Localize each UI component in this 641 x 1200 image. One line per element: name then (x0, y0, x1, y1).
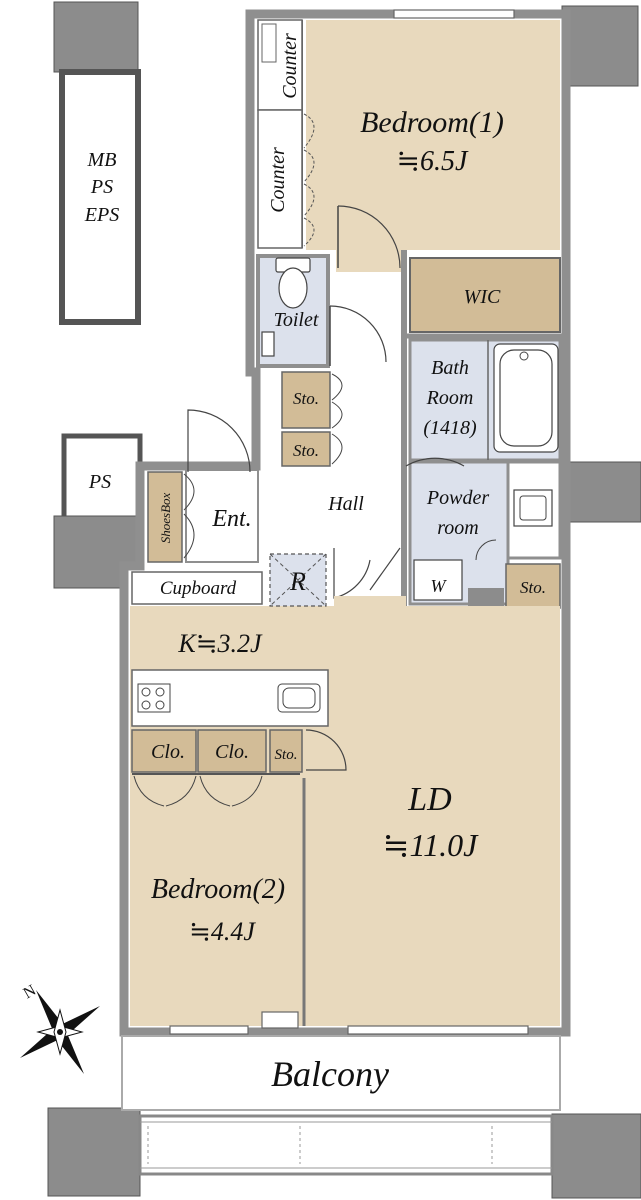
wic-label: WIC (464, 286, 501, 308)
bath-label-2: Room (426, 387, 474, 409)
counter-mid (257, 109, 303, 249)
storage-powder-label: Sto. (520, 578, 546, 597)
bedroom-2-size: ≒4.4J (189, 917, 256, 946)
storage-kitchen (269, 729, 303, 773)
toilet-label: Toilet (274, 309, 319, 331)
ps-shaft-label: PS (88, 471, 111, 493)
toilet-door (329, 305, 387, 363)
column-top-right (561, 5, 639, 87)
windows (169, 9, 529, 1035)
bedroom-1-size: ≒6.5J (397, 146, 469, 177)
powder-label-1: Powder (426, 487, 489, 509)
ld-name: LD (407, 781, 452, 818)
closet-2-label: Clo. (215, 741, 249, 763)
balcony: Balcony (121, 1035, 561, 1176)
wic (409, 257, 561, 333)
bath-label-1: Bath (431, 357, 469, 379)
eps-label: EPS (84, 204, 119, 226)
storage-1 (281, 371, 331, 429)
bedroom-1-door (337, 205, 401, 269)
storage-2-label: Sto. (293, 441, 319, 460)
mb-label: MB (87, 149, 117, 171)
entrance-label: Ent. (211, 506, 251, 532)
bedroom-2 (132, 808, 302, 1026)
compass-icon (20, 990, 100, 1074)
compass-label: N (20, 982, 39, 1003)
entrance-door (187, 409, 251, 473)
kitchen-label: K≒3.2J (177, 629, 263, 658)
entrance (185, 469, 259, 563)
storage-kitchen-label: Sto. (275, 747, 298, 763)
storage-doors (331, 373, 343, 465)
refrigerator-label: R (289, 567, 306, 596)
balcony-label: Balcony (271, 1054, 389, 1094)
washer-label: W (431, 576, 448, 596)
shaft-mb-ps-eps: MB PS EPS (53, 1, 141, 325)
shoesbox (147, 471, 183, 563)
shaft-ps: PS (61, 433, 143, 521)
column-bottom-left (47, 1107, 141, 1197)
storage-1-label: Sto. (293, 389, 319, 408)
cupboard (131, 571, 263, 605)
bath-label-3: (1418) (423, 417, 477, 439)
ps-label: PS (90, 176, 113, 198)
counter-top-label: Counter (279, 33, 301, 99)
closet-1-label: Clo. (151, 741, 185, 763)
counter-mid-label: Counter (267, 147, 289, 213)
hall-label: Hall (327, 493, 364, 515)
bedroom-2-name: Bedroom(2) (151, 874, 285, 905)
column-right-mid (565, 461, 641, 523)
closet-1 (131, 729, 197, 773)
shoesbox-label: ShoesBox (158, 493, 173, 544)
cupboard-label: Cupboard (160, 578, 237, 599)
bedroom-1 (306, 20, 560, 250)
bedroom-1-name: Bedroom(1) (360, 106, 504, 139)
powder-label-2: room (437, 517, 478, 539)
counter-doors (303, 113, 315, 247)
closet-2 (197, 729, 267, 773)
ld-size: ≒11.0J (383, 827, 479, 863)
column-bottom-right (551, 1113, 641, 1199)
storage-2 (281, 431, 331, 467)
counter-top (257, 19, 303, 111)
